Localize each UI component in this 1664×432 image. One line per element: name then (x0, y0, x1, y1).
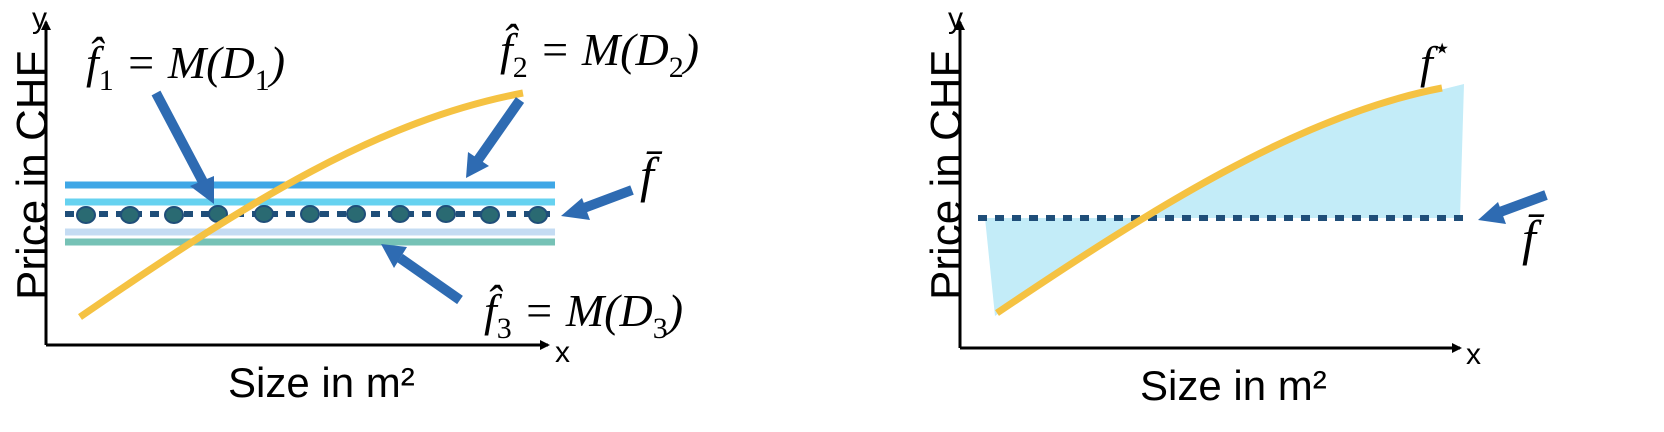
right-y-axis-label: Price in CHF (922, 51, 971, 300)
right-panel: y x Price in CHF Size in m² f⋆ f̄ (922, 2, 1548, 409)
label-f2: f̂2 = M(D2) (500, 23, 699, 84)
arrow-f2-head (466, 152, 489, 178)
label-f1: f̂1 = M(D1) (86, 36, 285, 97)
model-dot (436, 205, 456, 223)
arrow-f1 (151, 90, 208, 185)
arrow-fbar-left-head (561, 198, 590, 220)
model-dot (300, 205, 320, 223)
model-dot (480, 206, 500, 224)
pointer-arrows-left (151, 90, 634, 305)
arrow-f1-head (190, 176, 214, 204)
arrow-fbar-right-head (1478, 202, 1506, 224)
arrow-fbar-left (582, 185, 634, 213)
label-fbar-right: f̄ (1522, 210, 1545, 266)
left-x-axis-letter: x (555, 336, 570, 369)
arrow-f2 (473, 97, 525, 163)
arrow-f3 (397, 253, 463, 305)
right-x-axis-label: Size in m² (1140, 362, 1327, 409)
left-y-axis-label: Price in CHF (8, 51, 57, 300)
model-dot (120, 206, 140, 224)
dataset-model-dots (76, 205, 548, 224)
label-fbar-left: f̄ (640, 147, 663, 203)
right-y-axis-letter: y (948, 2, 963, 35)
label-fstar: f⋆ (1420, 32, 1452, 88)
error-area-fill (985, 84, 1464, 316)
label-f3: f̂3 = M(D3) (484, 284, 683, 345)
model-dot (528, 206, 548, 224)
model-dot (390, 205, 410, 223)
true-function-curve-right (995, 84, 1443, 316)
true-function-curve-left (78, 89, 524, 320)
arrow-f3-head (381, 244, 407, 268)
model-dot (164, 206, 184, 224)
model-dot (254, 205, 274, 223)
left-panel: y x Price in CHF Size in m² (8, 2, 699, 406)
model-dot (76, 206, 96, 224)
right-x-axis-letter: x (1466, 338, 1481, 371)
model-dot (346, 205, 366, 223)
pointer-arrows-right (1478, 190, 1548, 224)
arrow-fbar-right (1498, 190, 1548, 217)
left-y-axis-letter: y (32, 2, 47, 35)
left-x-axis-label: Size in m² (228, 359, 415, 406)
